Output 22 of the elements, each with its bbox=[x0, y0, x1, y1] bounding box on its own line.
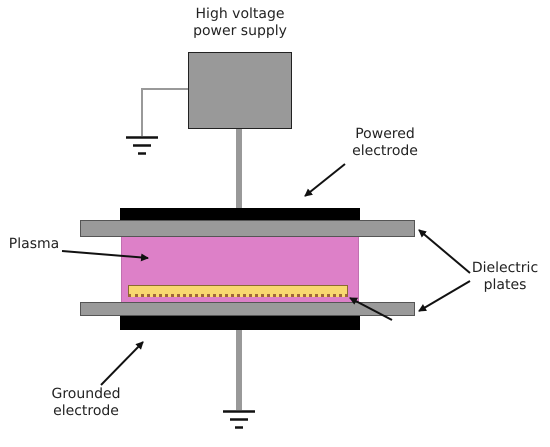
callout-label: Plasma bbox=[4, 236, 64, 253]
ground-symbol bbox=[126, 136, 158, 156]
dielectric-plate bbox=[80, 220, 415, 237]
arrow bbox=[349, 297, 392, 321]
plasma-region bbox=[122, 237, 358, 302]
callout-label: Powered electrode bbox=[340, 126, 430, 160]
dielectric-plate bbox=[80, 302, 415, 316]
electrode-plate bbox=[120, 208, 360, 220]
arrow bbox=[304, 163, 346, 197]
electrode-rod bbox=[236, 129, 242, 208]
arrow bbox=[62, 250, 149, 262]
arrow bbox=[418, 280, 470, 312]
electrode-rod bbox=[236, 330, 242, 410]
callout-label: Grounded electrode bbox=[38, 386, 134, 420]
component-label: High voltage power supply bbox=[192, 6, 288, 40]
wire bbox=[141, 88, 188, 136]
sample-layer bbox=[128, 285, 348, 297]
callout-label: Dielectric plates bbox=[460, 260, 550, 294]
arrow bbox=[418, 229, 471, 274]
arrow bbox=[100, 341, 144, 386]
electrode-plate bbox=[120, 316, 360, 330]
ground-symbol bbox=[223, 410, 255, 430]
